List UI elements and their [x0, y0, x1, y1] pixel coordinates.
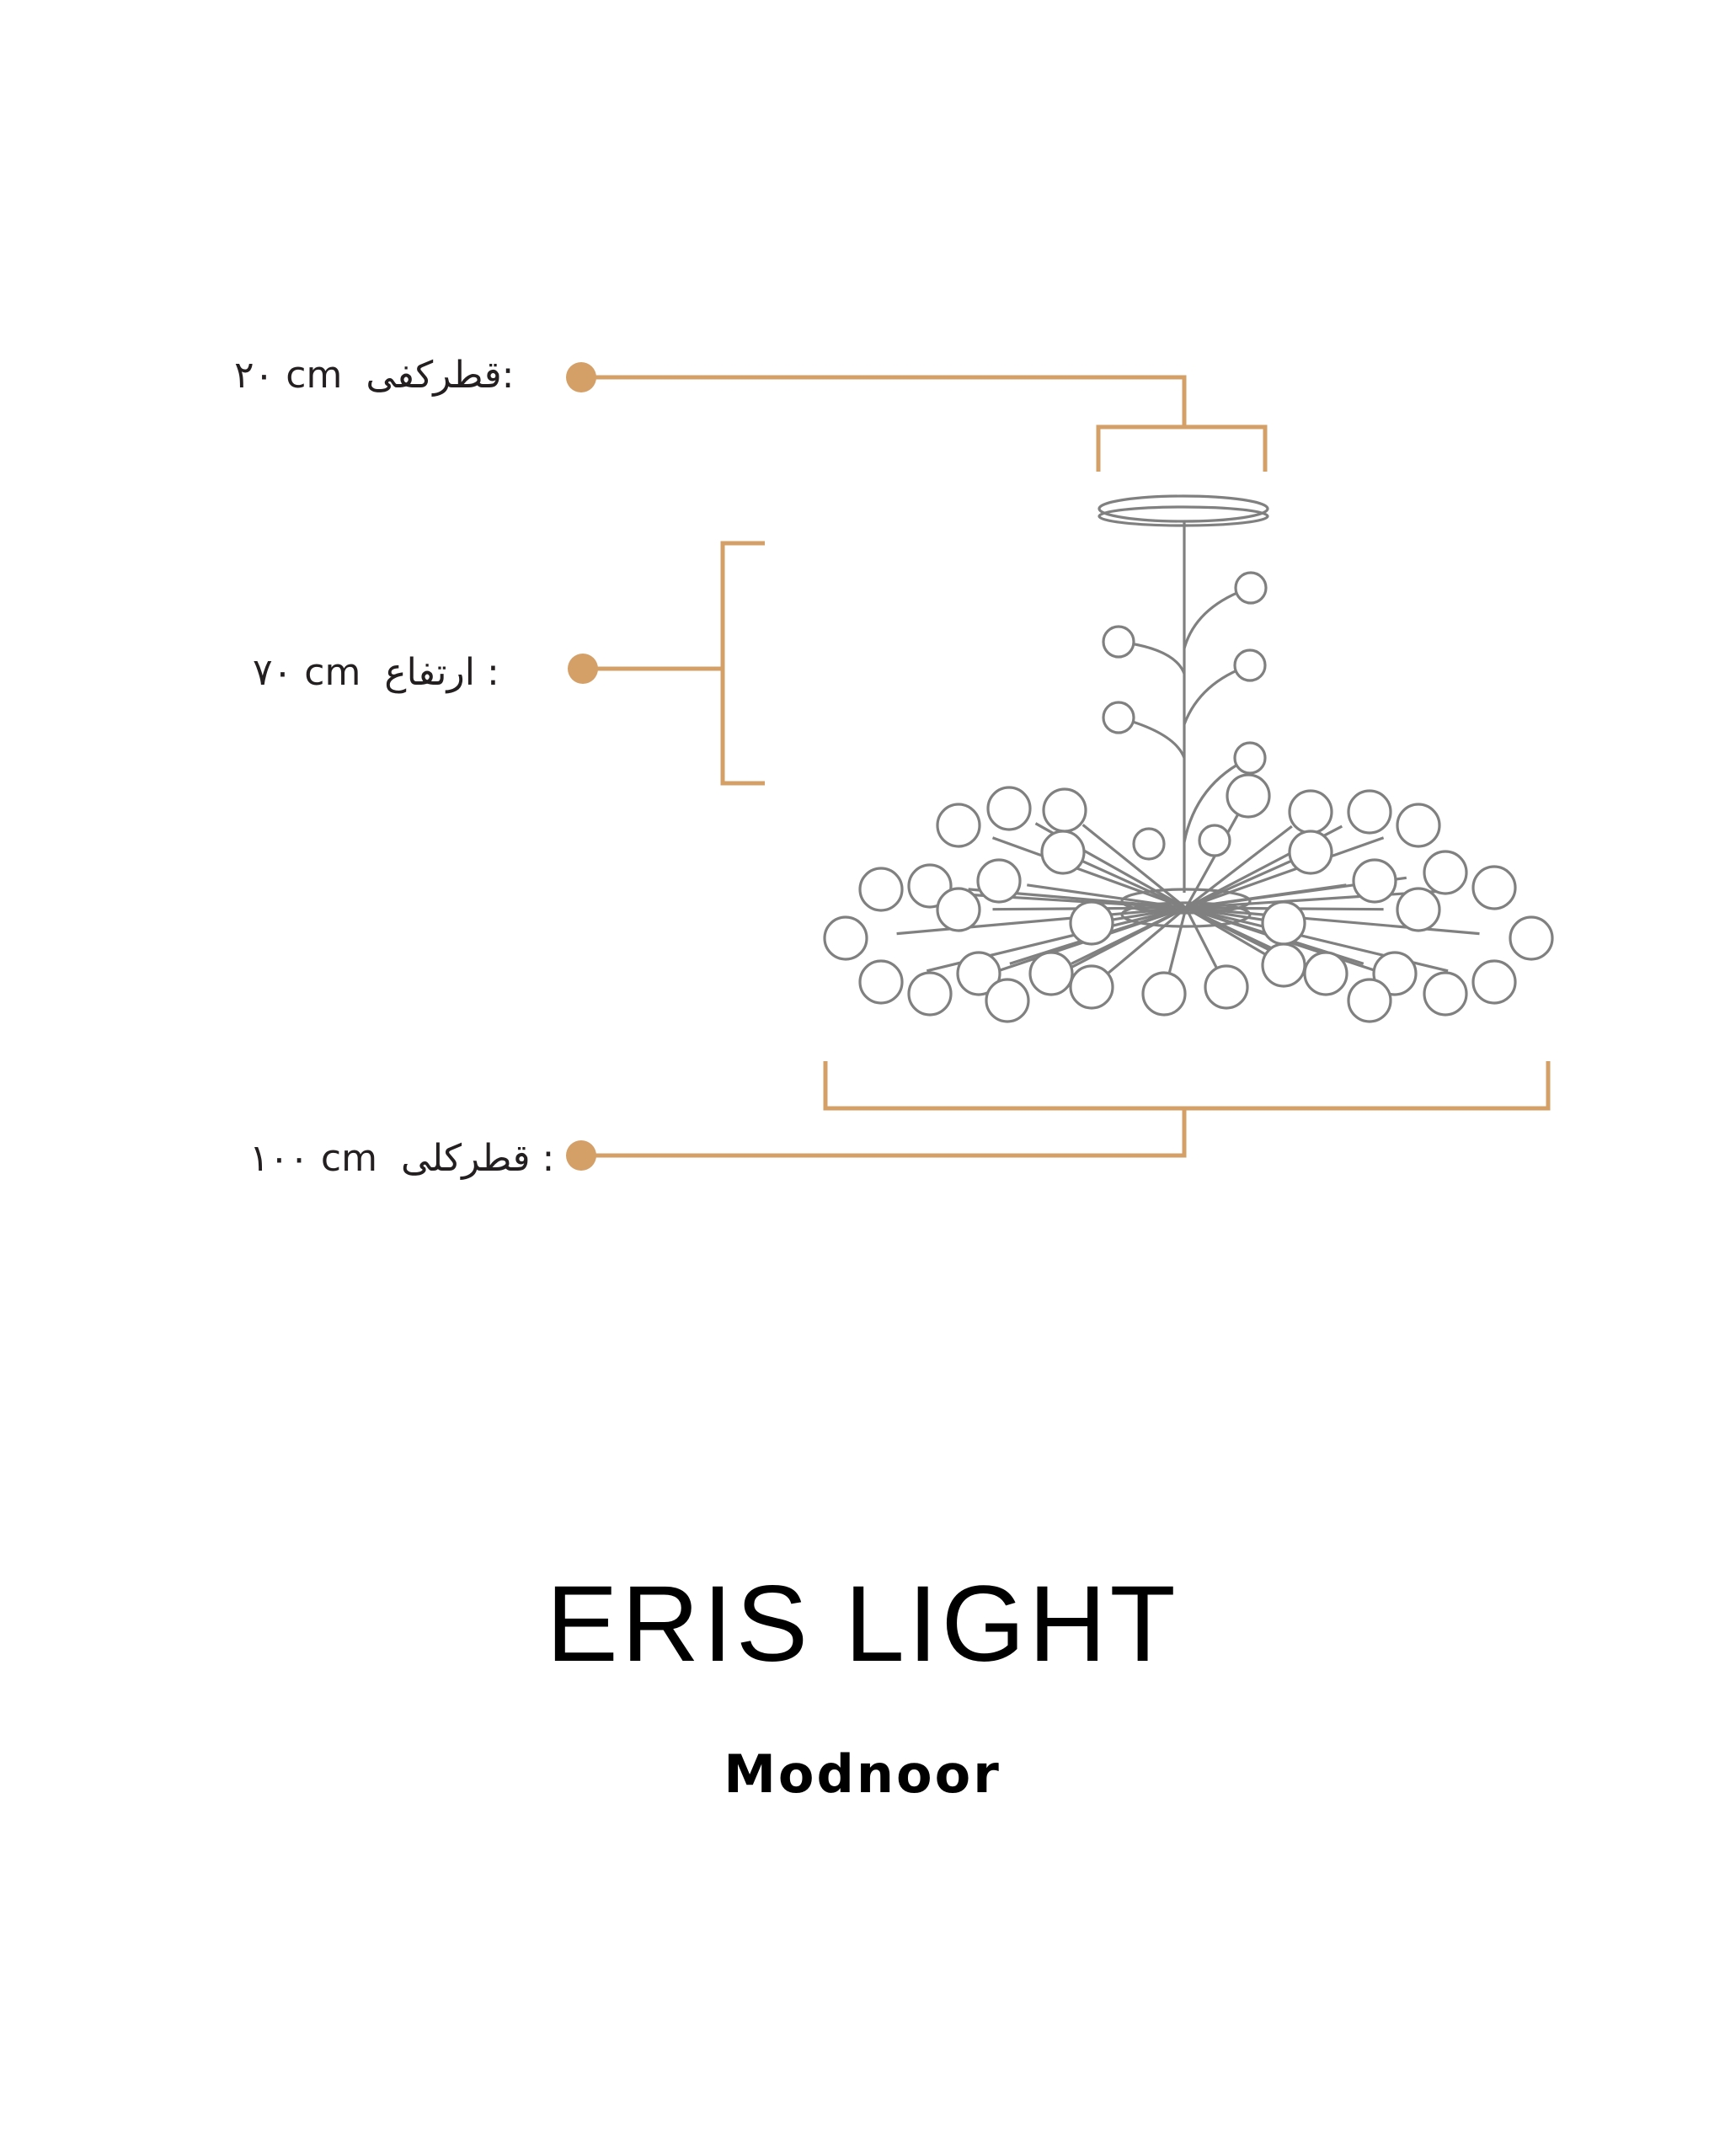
chandelier-drawing	[823, 494, 1554, 1023]
spoke-arm	[991, 836, 1187, 910]
spoke-arm	[1185, 836, 1385, 910]
height-bracket	[720, 541, 765, 786]
glass-globe	[1028, 951, 1074, 996]
spoke-arm	[1185, 906, 1480, 936]
glass-globe	[1352, 858, 1397, 904]
total-diameter-label: ۱۰۰ cm قطرکلی :	[249, 1137, 554, 1180]
spoke-arm	[1185, 859, 1293, 910]
glass-globe	[1132, 827, 1166, 861]
ceiling-marker-dot	[566, 362, 596, 392]
glass-globe	[1423, 971, 1468, 1017]
glass-globe	[936, 803, 981, 848]
glass-globe	[1040, 830, 1086, 875]
spoke-arm	[1104, 906, 1188, 977]
total-bracket	[823, 1061, 1551, 1111]
height-label: ۷۰ cm ارتفاع :	[253, 651, 499, 694]
dimension-markers	[566, 362, 598, 1171]
total-diameter-caption: قطرکلی :	[400, 1137, 555, 1180]
glass-globe	[1347, 978, 1392, 1023]
glass-globe	[1233, 648, 1267, 682]
glass-globe	[986, 786, 1032, 831]
spoke-arm	[1081, 859, 1187, 910]
central-hub	[1120, 888, 1252, 915]
spoke-arm	[1185, 906, 1270, 958]
total-marker-dot	[566, 1140, 596, 1171]
spoke-arm	[1071, 906, 1187, 965]
ceiling-canopy	[1097, 494, 1269, 523]
glass-globe	[1204, 964, 1249, 1010]
glass-globe	[976, 858, 1022, 904]
ceiling-diameter-value: ۲۰ cm	[234, 354, 343, 397]
product-title: ERIS LIGHT	[546, 1564, 1179, 1684]
spoke-arm	[896, 906, 1187, 936]
glass-globe	[1226, 773, 1271, 819]
glass-globe	[1288, 830, 1333, 875]
glass-globe	[1102, 701, 1135, 734]
glass-globe	[1471, 865, 1517, 910]
spoke-arm	[1185, 825, 1293, 910]
glass-globe	[1042, 787, 1087, 833]
central-hub-lower	[1120, 901, 1252, 928]
total-leader-line	[581, 1108, 1187, 1158]
height-caption: ارتفاع :	[384, 651, 499, 694]
brand-logo: Modnoor	[724, 1743, 1001, 1805]
ceiling-leader-line	[581, 375, 1187, 427]
glass-globe	[1396, 887, 1441, 932]
glass-globe	[1261, 900, 1306, 946]
glass-globe	[1423, 850, 1468, 895]
spoke-arm	[1184, 812, 1241, 909]
glass-globe	[1303, 951, 1348, 996]
glass-globe	[1471, 959, 1517, 1005]
glass-globe	[858, 867, 904, 912]
ceiling-diameter-caption: قطرکفی:	[366, 354, 515, 397]
glass-globe	[858, 959, 904, 1005]
spoke-arm	[1184, 907, 1222, 976]
glass-globe	[1102, 625, 1135, 659]
height-marker-dot	[568, 654, 598, 684]
glass-globe	[1069, 964, 1114, 1010]
glass-globes	[823, 571, 1554, 1023]
height-value: ۷۰ cm	[253, 651, 361, 694]
glass-globe	[1347, 789, 1392, 835]
glass-globe	[1198, 824, 1231, 857]
glass-globe	[1288, 789, 1333, 835]
glass-globe	[907, 971, 953, 1017]
glass-globe	[1233, 741, 1267, 775]
glass-globe	[1141, 971, 1187, 1017]
dimension-leaders	[581, 375, 1551, 1158]
ceiling-diameter-label: ۲۰ cm قطرکفی:	[234, 354, 514, 397]
glass-globe	[956, 951, 1001, 996]
glass-globe	[1234, 571, 1268, 605]
spoke-arm	[1166, 907, 1188, 982]
total-diameter-value: ۱۰۰ cm	[249, 1137, 377, 1180]
glass-globe	[823, 915, 868, 961]
ceiling-bracket	[1096, 424, 1268, 472]
glass-globe	[936, 887, 981, 932]
glass-globe	[1509, 915, 1554, 961]
glass-globe	[985, 978, 1030, 1023]
spoke-arm	[1081, 824, 1188, 910]
glass-globe	[1069, 900, 1114, 946]
glass-globe	[1261, 942, 1306, 988]
glass-globe	[1396, 803, 1441, 848]
